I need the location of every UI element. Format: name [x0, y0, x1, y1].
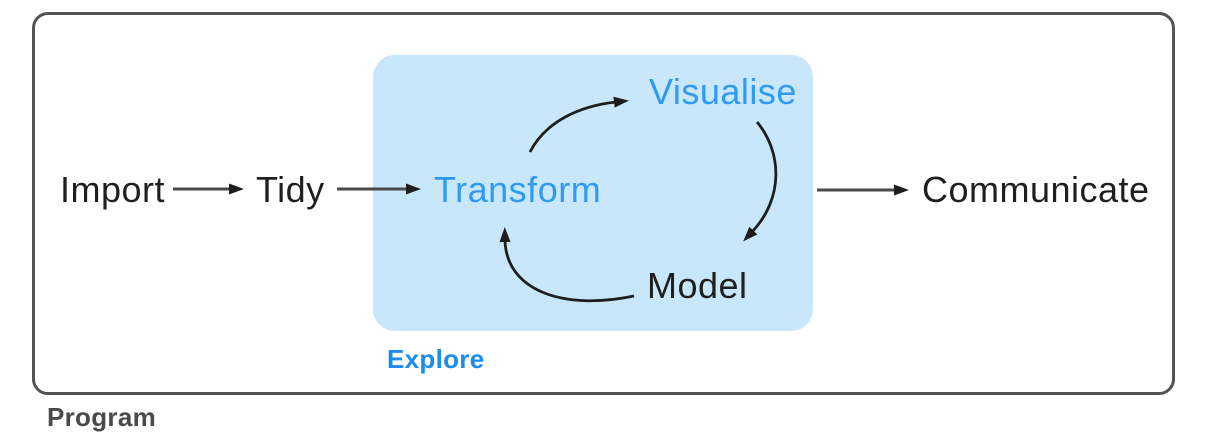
- node-import: Import: [60, 169, 166, 210]
- program-label: Program: [47, 402, 157, 432]
- node-communicate: Communicate: [922, 169, 1150, 210]
- explore-label: Explore: [387, 344, 485, 374]
- node-tidy: Tidy: [256, 169, 325, 210]
- node-transform: Transform: [434, 169, 602, 210]
- node-visualise: Visualise: [649, 71, 797, 112]
- node-model: Model: [647, 265, 748, 306]
